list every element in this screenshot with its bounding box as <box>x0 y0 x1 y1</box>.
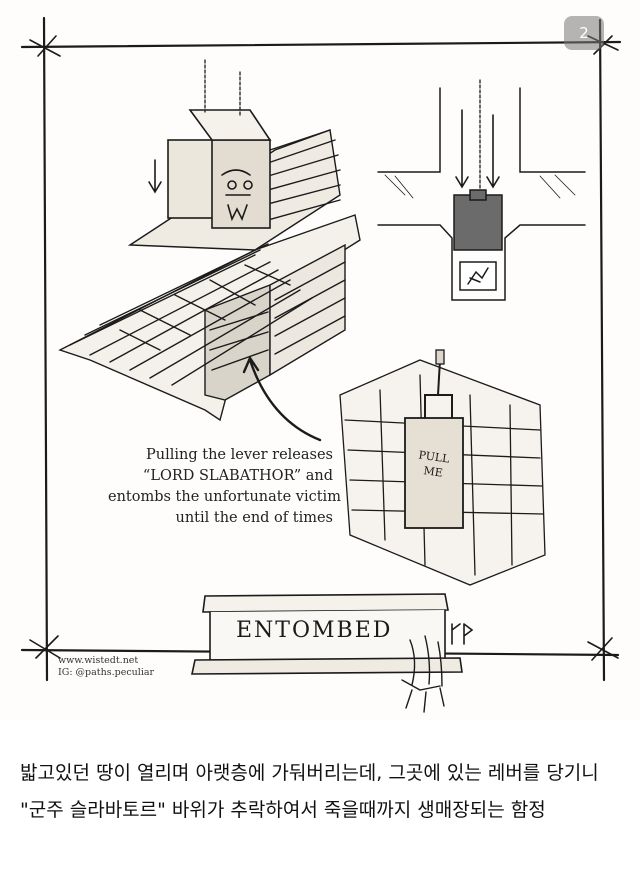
down-arrows <box>148 109 500 194</box>
post-body-text: 밟고있던 땅이 열리며 아랫층에 가둬버리는데, 그곳에 있는 레버를 당기니 … <box>20 762 599 821</box>
artist-credit: www.wistedt.net IG: @paths.peculiar <box>58 655 154 679</box>
credit-instagram: IG: @paths.peculiar <box>58 667 155 678</box>
chains <box>204 59 481 196</box>
plaque-text: ENTOMBED <box>236 618 393 643</box>
caption-line: Pulling the lever releases <box>146 447 333 463</box>
pointer-arrow <box>242 355 322 442</box>
caption-line: “LORD SLABATHOR” and <box>142 468 333 484</box>
corridor-block <box>58 129 361 422</box>
svg-text:ME: ME <box>423 464 444 480</box>
page-counter-badge: 2 <box>564 16 604 50</box>
skeleton-hand <box>401 635 445 713</box>
lever-wall <box>339 349 546 586</box>
lever-label: PULL <box>418 448 451 465</box>
illustration-caption: Pulling the lever releases “LORD SLABATH… <box>108 445 341 529</box>
cross-section-diagram <box>377 87 586 301</box>
trap-illustration: PULL ME <box>20 16 622 713</box>
caption-line: entombs the unfortunate victim <box>108 489 341 505</box>
illustration-image: PULL ME 2 Pulling the lever releases “LO… <box>20 16 622 713</box>
slabathor-stone <box>167 109 272 229</box>
runes <box>451 623 474 645</box>
caption-line: until the end of times <box>175 510 334 526</box>
credit-website: www.wistedt.net <box>58 655 139 666</box>
entombed-plaque <box>191 593 463 675</box>
